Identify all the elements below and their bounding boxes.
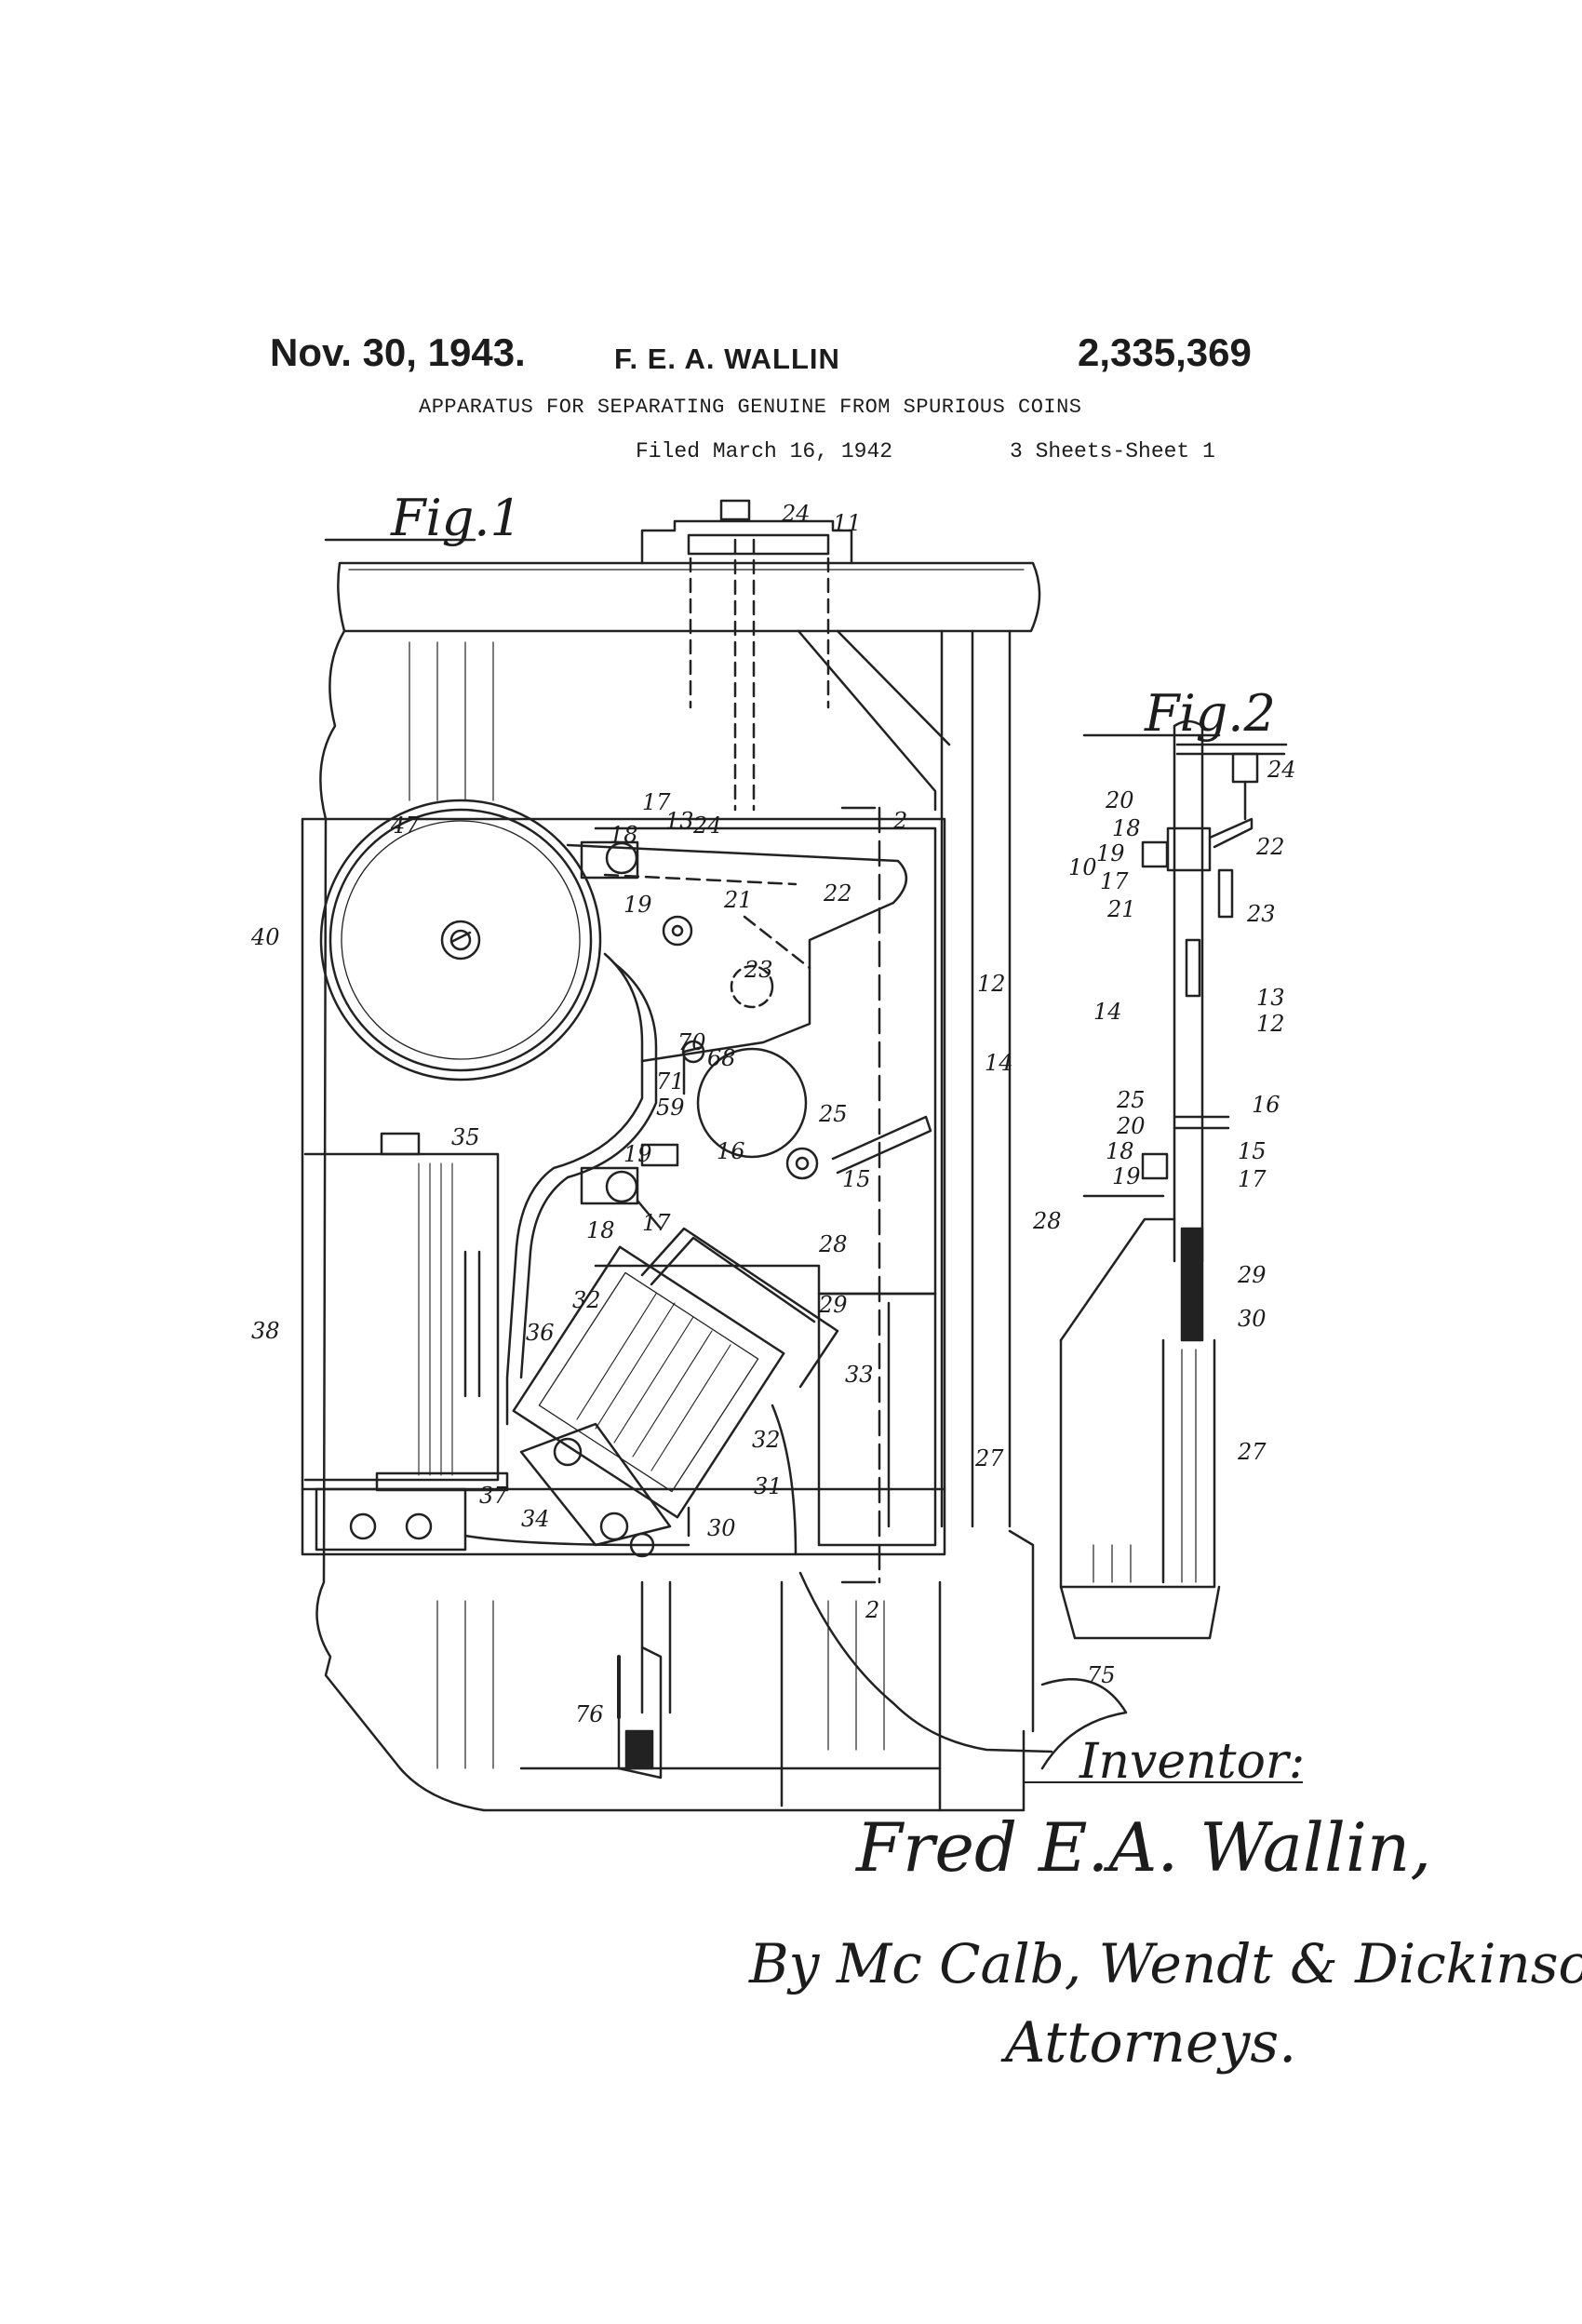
fig2-drawing	[1059, 719, 1288, 1640]
inventor-heading: Inventor:	[1079, 1734, 1305, 1790]
ref-label: 20	[1105, 787, 1134, 813]
ref-label: 28	[818, 1231, 848, 1257]
ref-label: 19	[623, 1141, 652, 1167]
fig1-label: Fig.1	[390, 489, 522, 547]
ref-label: 13	[1256, 985, 1285, 1011]
ref-label: 19	[1096, 840, 1125, 866]
ref-label: 2	[865, 1597, 879, 1623]
ref-label: 28	[1032, 1208, 1062, 1234]
fig1-reference-labels: 24 11 2 10 47 17 13 24 18 19 21 22 12 40…	[250, 501, 1116, 1727]
ref-label: 12	[977, 971, 1006, 997]
fig2-reference-labels: 24 20 18 19 22 17 21 23 13 14 12 25 16 2…	[1032, 757, 1296, 1465]
ref-label: 20	[1116, 1113, 1146, 1139]
signature-block: Inventor: Fred E.A. Wallin, By Mc Calb, …	[748, 1734, 1582, 2075]
ref-label: 71	[656, 1068, 685, 1095]
ref-label: 23	[1246, 901, 1276, 927]
ref-label: 29	[1237, 1262, 1267, 1288]
ref-label: 36	[526, 1320, 555, 1346]
ref-label: 38	[251, 1318, 280, 1344]
ref-label: 34	[521, 1506, 550, 1532]
ref-label: 30	[707, 1515, 736, 1541]
ref-label: 18	[610, 822, 638, 848]
ref-label: 24	[781, 501, 811, 527]
ref-label: 22	[823, 880, 852, 907]
ref-label: 30	[1238, 1306, 1267, 1332]
ref-label: 24	[692, 813, 722, 839]
patent-title: APPARATUS FOR SEPARATING GENUINE FROM SP…	[419, 396, 1082, 419]
ref-label: 27	[974, 1445, 1004, 1471]
ref-label: 17	[1238, 1166, 1267, 1192]
ref-label: 11	[833, 510, 862, 536]
ref-label: 14	[985, 1050, 1013, 1076]
ref-label: 33	[845, 1362, 874, 1388]
ref-label: 18	[1106, 1138, 1134, 1164]
ref-label: 24	[1267, 757, 1296, 783]
ref-label: 2	[892, 808, 907, 834]
ref-label: 12	[1256, 1011, 1285, 1037]
inventor-signature: Fred E.A. Wallin,	[854, 1808, 1431, 1887]
ref-label: 19	[623, 892, 652, 918]
ref-label: 25	[818, 1101, 848, 1127]
patent-number: 2,335,369	[1078, 330, 1252, 374]
attorney-signature: By Mc Calb, Wendt & Dickinson	[748, 1932, 1582, 1995]
ref-label: 40	[250, 924, 280, 950]
ref-label: 16	[717, 1138, 745, 1164]
inventor-name: F. E. A. WALLIN	[614, 343, 840, 375]
ref-label: 32	[572, 1287, 601, 1313]
ref-label: 21	[1106, 896, 1136, 922]
ref-label: 21	[723, 887, 753, 913]
ref-label: 47	[390, 813, 420, 839]
ref-label: 70	[677, 1029, 706, 1055]
ref-label: 68	[707, 1045, 736, 1071]
ref-label: 23	[744, 957, 773, 983]
patent-date: Nov. 30, 1943.	[270, 330, 526, 374]
ref-label: 13	[665, 808, 694, 834]
ref-label: 31	[754, 1473, 783, 1499]
ref-label: 27	[1237, 1439, 1267, 1465]
ref-label: 18	[586, 1217, 615, 1243]
ref-label: 29	[818, 1292, 848, 1318]
filed-date: Filed March 16, 1942	[636, 439, 893, 463]
ref-label: 16	[1252, 1092, 1280, 1118]
ref-label: 75	[1087, 1662, 1116, 1688]
sheet-count: 3 Sheets-Sheet 1	[1010, 439, 1215, 463]
ref-label: 17	[1100, 868, 1129, 894]
ref-label: 18	[1112, 815, 1141, 841]
ref-label: 10	[1068, 854, 1097, 880]
ref-label: 35	[451, 1124, 480, 1150]
ref-label: 17	[642, 1210, 671, 1236]
ref-label: 76	[575, 1701, 604, 1727]
ref-label: 25	[1116, 1087, 1146, 1113]
ref-label: 15	[1238, 1138, 1267, 1164]
ref-label: 17	[642, 789, 671, 815]
fig2-label: Fig.2	[1144, 684, 1276, 743]
attorneys-label: Attorneys.	[1000, 2010, 1296, 2075]
ref-label: 15	[842, 1166, 871, 1192]
ref-label: 14	[1093, 999, 1122, 1025]
ref-label: 37	[479, 1483, 508, 1509]
fig1-drawing	[301, 499, 1128, 1812]
ref-label: 19	[1112, 1163, 1141, 1189]
ref-label: 59	[656, 1095, 685, 1121]
ref-label: 32	[752, 1427, 781, 1453]
ref-label: 22	[1255, 834, 1285, 860]
